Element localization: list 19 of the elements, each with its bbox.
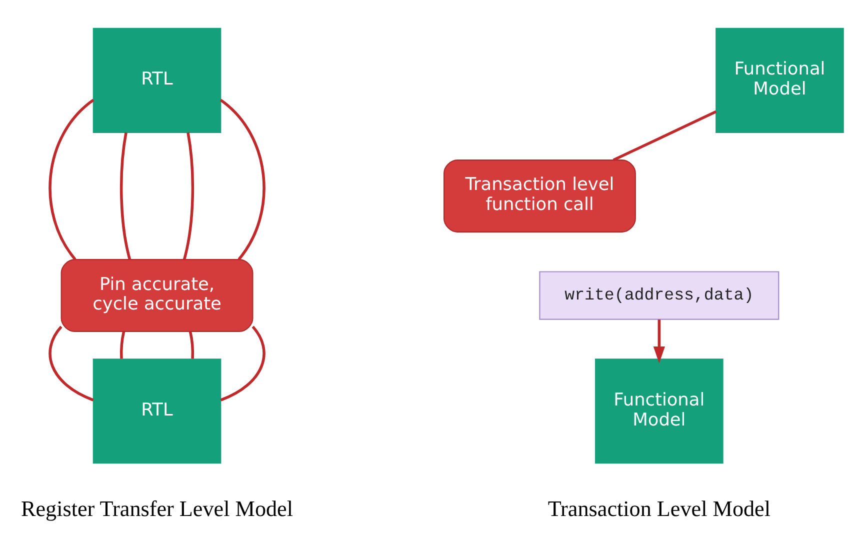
node-box: Pin accurate, cycle accurate (60, 259, 254, 332)
node-box: RTL (92, 28, 222, 133)
node-box: write(address,data) (539, 271, 780, 320)
connector (48, 326, 94, 402)
node-box: Transaction level function call (443, 160, 636, 232)
node-box: Functional Model (595, 358, 724, 464)
connector (48, 98, 94, 260)
connector (120, 132, 132, 260)
label: Transaction Level Model (548, 496, 771, 522)
node-box: RTL (92, 358, 222, 464)
connector (182, 132, 194, 260)
label: Register Transfer Level Model (21, 496, 294, 522)
connector (220, 98, 266, 260)
connector (612, 110, 717, 162)
connector (120, 331, 126, 359)
connector (188, 331, 194, 359)
arrow (653, 320, 665, 364)
node-box: Functional Model (716, 28, 844, 133)
connector (220, 326, 266, 402)
